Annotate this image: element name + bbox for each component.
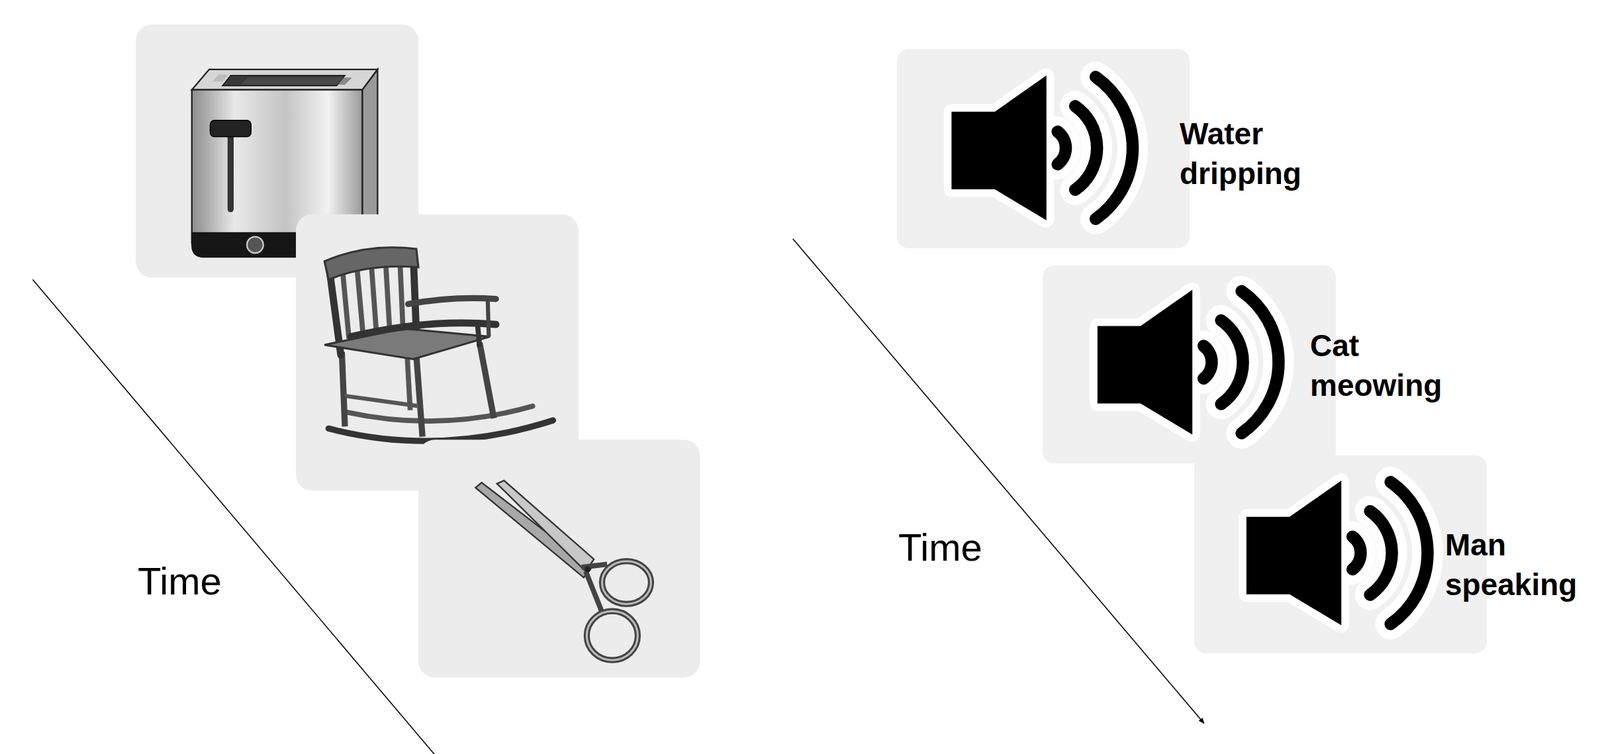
card-background (418, 439, 700, 678)
chair-rung (344, 395, 419, 406)
chair-arm-support (477, 324, 480, 347)
toaster-top (191, 69, 378, 91)
scissors-handle (601, 561, 651, 605)
chair-rocker (346, 405, 533, 422)
chair-arm (408, 297, 497, 304)
speaker-icon (951, 76, 1133, 220)
chair-spindle (385, 263, 390, 333)
chair-leg (479, 342, 494, 419)
speaker-icon (1247, 481, 1428, 625)
scissors-shank (581, 564, 608, 568)
scissors-blade (475, 482, 592, 578)
toaster-slot-edge (212, 74, 230, 83)
scissors-card (418, 439, 700, 678)
chair-rocker (328, 420, 553, 441)
axis-label: Time (137, 559, 222, 604)
axis-label: Time (898, 525, 983, 570)
toaster-knob (246, 236, 264, 254)
chair-top-rail (324, 247, 419, 281)
sound-label: Cat meowing (1310, 326, 1483, 406)
scissors-pivot (584, 565, 591, 572)
sound-card: Man speaking (1194, 455, 1487, 654)
chair-arm (350, 323, 496, 337)
scissors-handle (586, 611, 638, 660)
toaster-slot (240, 77, 353, 85)
sound-label: Man speaking (1445, 525, 1600, 606)
chair-arm-support (487, 299, 490, 337)
chair-spindle (371, 265, 377, 335)
sound-card: Water dripping (896, 48, 1190, 249)
chair-spindle (342, 273, 349, 339)
scissors-blade (497, 480, 594, 572)
chair-seat (324, 328, 490, 359)
toaster-lever-slot (227, 124, 234, 213)
chair-leg (416, 354, 423, 437)
scissors-handle-shine (586, 611, 638, 660)
sound-label: Water dripping (1179, 114, 1336, 194)
speaker-icon (1098, 290, 1279, 434)
scissors-handle-shine (601, 561, 651, 605)
chair-leg (341, 352, 345, 427)
toaster-lever (210, 120, 252, 138)
chair-spindle (399, 262, 404, 331)
chair-spindle (357, 269, 364, 337)
sound-card: Cat meowing (1042, 265, 1336, 464)
